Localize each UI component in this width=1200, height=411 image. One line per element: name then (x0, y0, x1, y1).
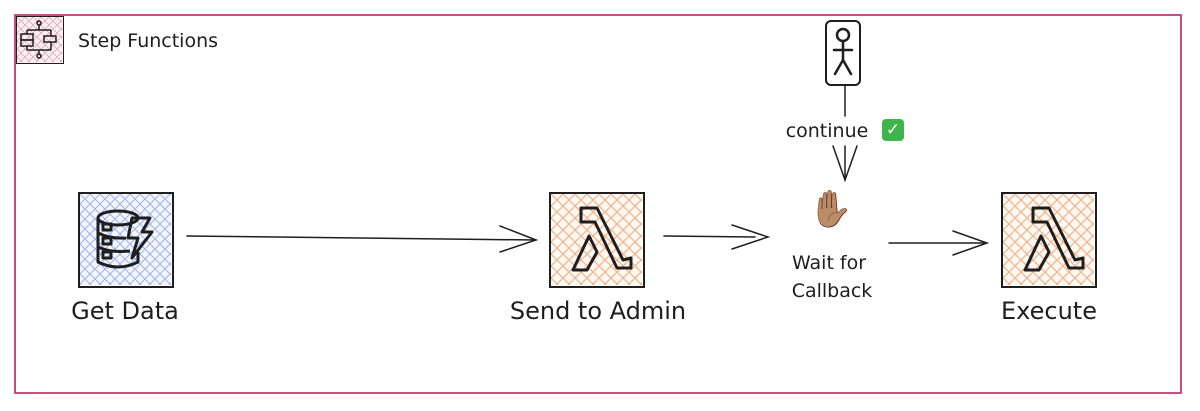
node-label-wait-line2: Callback (791, 280, 873, 302)
lambda-icon (551, 194, 642, 285)
step-functions-icon (16, 16, 64, 64)
check-mark-icon: ✓ (882, 119, 904, 141)
actor-box[interactable] (825, 20, 861, 86)
node-label-execute: Execute (1001, 297, 1097, 325)
node-label-get-data: Get Data (71, 297, 179, 325)
raised-hand-icon: ✋🏽 (808, 189, 853, 230)
edge-label-continue: continue (785, 120, 869, 142)
node-label-wait-line1: Wait for (791, 252, 867, 274)
node-execute[interactable] (1001, 192, 1097, 288)
edge-get-data-to-send-to-admin (186, 235, 537, 241)
database-lightning-icon (80, 194, 171, 285)
stick-figure-icon (832, 27, 854, 76)
edge-send-to-admin-to-wait (663, 235, 756, 238)
node-label-send-to-admin: Send to Admin (509, 297, 687, 325)
frame-title: Step Functions (78, 30, 219, 52)
node-get-data[interactable] (78, 192, 174, 288)
node-send-to-admin[interactable] (549, 192, 645, 288)
step-functions-frame (14, 14, 1182, 394)
lambda-icon (1003, 194, 1094, 285)
